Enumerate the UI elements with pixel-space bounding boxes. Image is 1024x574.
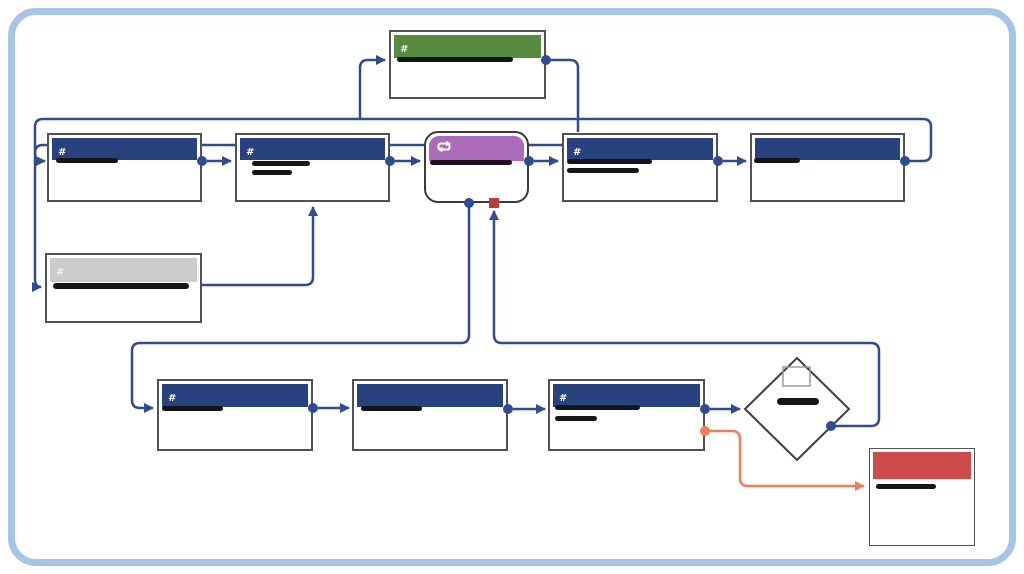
node-main-4-header: # xyxy=(567,138,713,160)
node-bottom-1-header: # xyxy=(162,384,308,407)
node-symbol: # xyxy=(56,267,63,278)
redacted-text-bar xyxy=(555,416,597,421)
redacted-text-bar xyxy=(777,398,819,405)
node-main-1-header: # xyxy=(52,138,197,160)
loop-icon xyxy=(437,140,451,153)
node-main-5-header xyxy=(755,138,900,160)
redacted-text-bar xyxy=(361,406,422,411)
node-bottom-3[interactable]: # xyxy=(548,379,705,451)
node-bottom-2-header xyxy=(357,384,503,407)
node-loop-activity-header xyxy=(429,136,524,161)
redacted-text-bar xyxy=(252,161,310,166)
node-green-top-header: # xyxy=(394,35,541,58)
node-main-2[interactable]: # xyxy=(235,133,390,202)
node-decision-diamond[interactable] xyxy=(741,354,853,464)
node-main-1[interactable]: # xyxy=(47,133,202,202)
redacted-text-bar xyxy=(555,405,640,410)
node-error-red[interactable] xyxy=(869,448,975,546)
node-green-top[interactable]: # xyxy=(389,30,546,99)
node-gray-left-header: # xyxy=(50,258,197,282)
node-loop-activity[interactable] xyxy=(424,131,529,203)
diagram-frame-border xyxy=(8,8,1016,566)
node-symbol: # xyxy=(573,147,580,158)
redacted-text-bar xyxy=(53,283,189,289)
redacted-text-bar xyxy=(162,406,223,411)
node-main-2-header: # xyxy=(240,138,385,160)
node-bottom-2[interactable] xyxy=(352,379,508,451)
redacted-text-bar xyxy=(430,160,512,165)
redacted-text-bar xyxy=(754,158,800,163)
node-symbol: # xyxy=(58,147,65,158)
node-symbol: # xyxy=(168,393,175,404)
node-bottom-3-header: # xyxy=(553,384,700,407)
redacted-text-bar xyxy=(567,159,652,164)
node-error-red-header xyxy=(873,452,971,479)
node-symbol: # xyxy=(400,44,407,55)
node-bottom-1[interactable]: # xyxy=(157,379,313,451)
node-symbol: # xyxy=(246,147,253,158)
redacted-text-bar xyxy=(252,170,292,175)
redacted-text-bar xyxy=(876,484,936,489)
redacted-text-bar xyxy=(56,158,118,163)
redacted-text-bar xyxy=(567,168,639,173)
node-symbol: # xyxy=(559,393,566,404)
node-main-5[interactable] xyxy=(750,133,905,202)
redacted-text-bar xyxy=(397,57,513,62)
